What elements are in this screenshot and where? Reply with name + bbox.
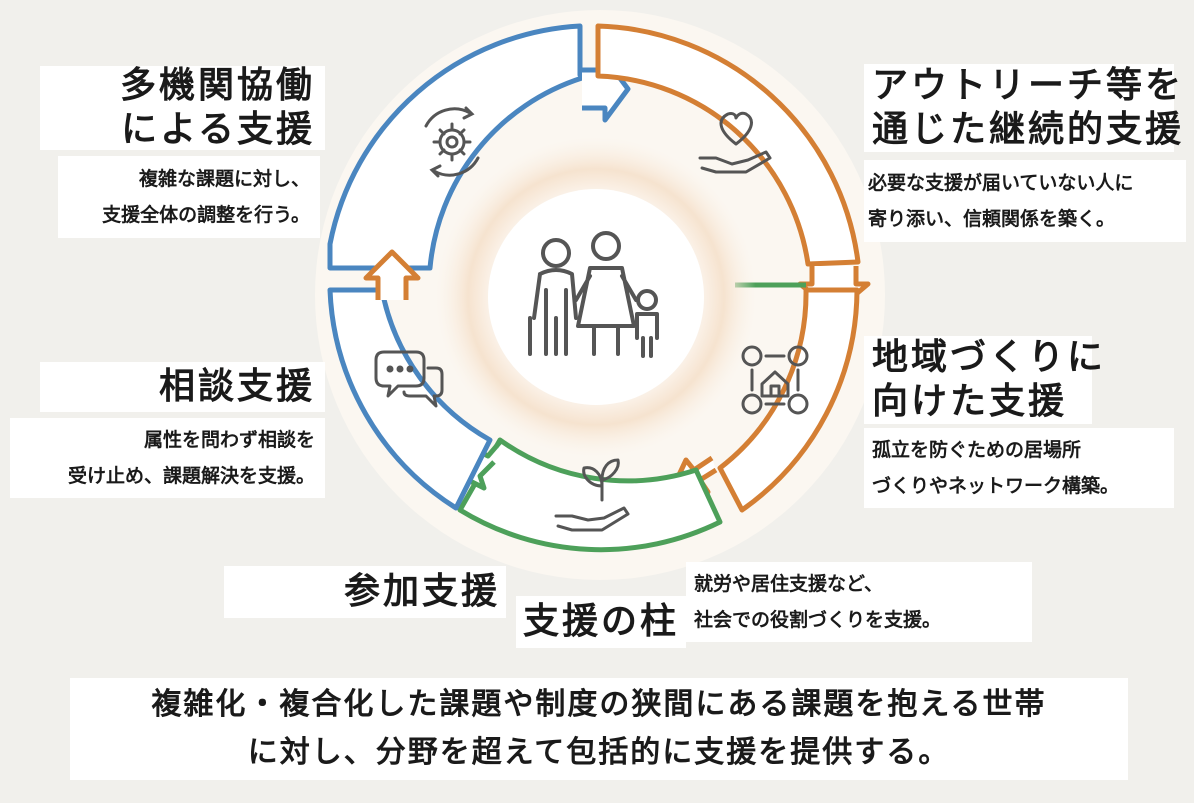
center-circle: [488, 189, 704, 405]
community-network-icon: [741, 345, 809, 415]
community-title-box: 地域づくりに 向けた支援: [864, 336, 1103, 424]
community-title-line-1: 地域づくりに: [872, 337, 1107, 378]
outreach-desc-line-1: 必要な支援が届いていない人に: [868, 172, 1134, 194]
multi-agency-title-box: 多機関協働 による支援: [40, 65, 325, 150]
summary-line-1: 複雑化・複合化した課題や制度の狭間にある課題を抱える世帯: [151, 687, 1047, 722]
participation-title-box: 参加支援: [224, 566, 506, 618]
consultation-desc-box: 属性を問わず相談を 受け止め、課題解決を支援。: [10, 418, 325, 498]
community-desc-line-2: づくりやネットワーク構築。: [872, 475, 1120, 497]
segment-multi-agency: [327, 23, 605, 271]
center-label: 支援の柱: [522, 601, 679, 642]
multi-agency-desc-line-2: 支援全体の調整を行う。: [102, 204, 310, 226]
outreach-title-line-1: アウトリーチ等を: [872, 65, 1185, 106]
segment-outreach: [595, 23, 861, 267]
participation-desc-box: 就労や居住支援など、 社会での役割づくりを支援。: [686, 562, 1032, 642]
participation-desc-line-1: 就労や居住支援など、: [694, 573, 884, 595]
participation-title: 参加支援: [343, 571, 500, 612]
participation-desc-line-2: 社会での役割づくりを支援。: [694, 609, 942, 631]
outreach-desc-box: 必要な支援が届いていない人に 寄り添い、信頼関係を築く。: [864, 160, 1186, 242]
outreach-desc-line-2: 寄り添い、信頼関係を築く。: [868, 208, 1116, 230]
segment-consultation: [327, 287, 493, 511]
consultation-desc-line-1: 属性を問わず相談を: [143, 429, 315, 451]
multi-agency-desc-box: 複雑な課題に対し、 支援全体の調整を行う。: [58, 156, 320, 238]
family-icon: [528, 231, 659, 358]
multi-agency-title-line-1: 多機関協働: [119, 65, 315, 106]
consultation-desc-line-2: 受け止め、課題解決を支援。: [67, 465, 315, 487]
outreach-title-box: アウトリーチ等を 通じた継続的支援: [864, 64, 1181, 152]
outreach-title-line-2: 通じた継続的支援: [872, 109, 1185, 150]
gear-cycle-icon: [424, 106, 480, 178]
community-desc-box: 孤立を防ぐための居場所 づくりやネットワーク構築。: [864, 428, 1174, 508]
multi-agency-desc-line-1: 複雑な課題に対し、: [138, 168, 310, 190]
summary-line-2: に対し、分野を超えて包括的に支援を提供する。: [247, 735, 951, 770]
center-label-box: 支援の柱: [516, 596, 686, 648]
community-title-line-2: 向けた支援: [872, 381, 1068, 422]
speech-bubbles-icon: [374, 350, 444, 408]
arrow-to-multi-agency: [363, 249, 421, 300]
consultation-title: 相談支援: [158, 366, 315, 407]
sprout-hand-icon: [554, 458, 630, 532]
consultation-title-box: 相談支援: [40, 362, 325, 412]
heart-hand-icon: [698, 111, 772, 174]
summary-banner: 複雑化・複合化した課題や制度の狭間にある課題を抱える世帯 に対し、分野を超えて包…: [70, 678, 1128, 780]
community-desc-line-1: 孤立を防ぐための居場所: [872, 439, 1082, 461]
multi-agency-title-line-2: による支援: [121, 109, 315, 150]
